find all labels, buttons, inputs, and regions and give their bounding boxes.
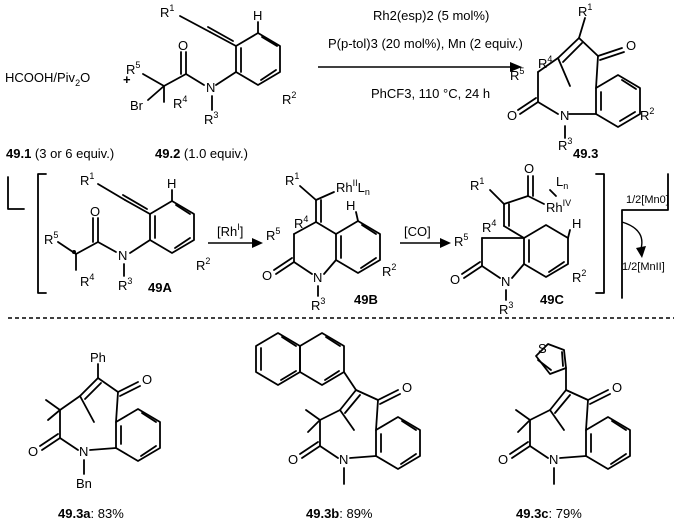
svg-text:Bn: Bn	[76, 476, 92, 491]
svg-text:R2: R2	[282, 90, 296, 107]
svg-text:N: N	[313, 270, 322, 285]
svg-text:O: O	[524, 161, 534, 176]
svg-text:H: H	[167, 176, 176, 191]
svg-text:R2: R2	[382, 262, 396, 279]
reaction-arrowhead	[510, 62, 522, 72]
plus-sign: +	[123, 72, 131, 87]
mech-line-right	[621, 173, 669, 299]
svg-text:O: O	[262, 268, 272, 283]
condition-ligand: P(p-tol)3 (20 mol%), Mn (2 equiv.)	[328, 36, 523, 51]
condition-solvent: PhCF3, 110 °C, 24 h	[371, 86, 490, 101]
svg-text:R5: R5	[44, 230, 58, 247]
compound-49-2: H R1 N R3 O R5 R4 Br R2	[126, 3, 296, 127]
svg-text:O: O	[142, 372, 152, 387]
intermediate-49A: H R1 N R3 O R5 R4 R2	[44, 171, 210, 293]
condition-catalyst: Rh2(esp)2 (5 mol%)	[373, 8, 489, 23]
label-49-3b: 49.3b: 89%	[306, 506, 373, 521]
svg-text:R1: R1	[470, 176, 484, 193]
svg-text:H: H	[253, 8, 262, 23]
svg-text:N: N	[560, 108, 569, 123]
svg-text:R5: R5	[454, 232, 468, 249]
svg-text:R3: R3	[499, 300, 513, 317]
svg-text:R4: R4	[294, 214, 308, 231]
svg-text:RhIILn: RhIILn	[336, 178, 370, 197]
label-49B: 49B	[354, 292, 378, 307]
svg-text:O: O	[28, 444, 38, 459]
label-49C: 49C	[540, 292, 564, 307]
svg-text:R1: R1	[578, 2, 592, 19]
svg-text:R1: R1	[160, 3, 174, 20]
label-49-3: 49.3	[573, 146, 598, 161]
svg-text:Br: Br	[130, 98, 144, 113]
compound-49-3: O R1 N R3 O R4 R5 R2	[507, 2, 654, 153]
svg-text:Ph: Ph	[90, 350, 106, 365]
bracket-right	[595, 173, 605, 294]
svg-text:O: O	[498, 452, 508, 467]
svg-text:R1: R1	[285, 171, 299, 188]
svg-text:H: H	[572, 216, 581, 231]
svg-text:R2: R2	[572, 268, 586, 285]
svg-text:O: O	[288, 452, 298, 467]
label-49-1: 49.1 (3 or 6 equiv.)	[6, 146, 114, 161]
svg-text:O: O	[402, 380, 412, 395]
svg-text:R2: R2	[640, 106, 654, 123]
arrow2-label: [CO]	[404, 224, 431, 239]
svg-text:R4: R4	[173, 94, 187, 111]
svg-text:N: N	[118, 248, 127, 263]
svg-text:R5: R5	[266, 226, 280, 243]
svg-text:O: O	[612, 380, 622, 395]
svg-text:R5: R5	[510, 66, 524, 83]
svg-text:R2: R2	[196, 256, 210, 273]
svg-text:R3: R3	[311, 296, 325, 313]
svg-text:H: H	[346, 198, 355, 213]
svg-text:R3: R3	[204, 110, 218, 127]
product-49-3a: O Ph N Bn O	[28, 350, 161, 491]
svg-text:N: N	[339, 452, 348, 467]
svg-text:R3: R3	[558, 136, 572, 153]
svg-text:R4: R4	[80, 272, 94, 289]
svg-text:N: N	[206, 80, 215, 95]
label-49-2: 49.2 (1.0 equiv.)	[155, 146, 248, 161]
svg-text:RhIV: RhIV	[546, 198, 571, 215]
product-49-3b: O N O	[255, 332, 421, 485]
label-49-3c: 49.3c: 79%	[516, 506, 582, 521]
svg-text:O: O	[626, 38, 636, 53]
intermediate-49B: R1 RhIILn H N R3 O R4 R5 R2	[262, 171, 396, 313]
svg-text:O: O	[90, 204, 100, 219]
mn-top: 1/2[Mn0]	[626, 194, 669, 206]
svg-text:R1: R1	[80, 171, 94, 188]
svg-text:N: N	[79, 444, 88, 459]
bracket-left	[37, 173, 47, 294]
svg-text:O: O	[507, 108, 517, 123]
arrow1-label: [RhI]	[217, 222, 243, 239]
product-49-3c: S O N O	[498, 341, 631, 485]
svg-text:N: N	[549, 452, 558, 467]
svg-text:R5: R5	[126, 60, 140, 77]
mn-bottom: 1/2[MnII]	[622, 261, 665, 273]
svg-text:R4: R4	[482, 218, 496, 235]
label-49-3a: 49.3a: 83%	[58, 506, 124, 521]
svg-text:Ln: Ln	[556, 174, 568, 191]
svg-text:N: N	[501, 274, 510, 289]
svg-text:O: O	[450, 272, 460, 287]
svg-text:R3: R3	[118, 276, 132, 293]
intermediate-49C: R1 O RhIV Ln H N R3 O R4 R5 R2	[450, 161, 586, 317]
svg-text:O: O	[178, 38, 188, 53]
svg-text:R4: R4	[538, 54, 552, 71]
label-49A: 49A	[148, 280, 172, 295]
svg-text:S: S	[538, 341, 547, 356]
mech-line-left	[7, 176, 25, 210]
reagent-formula: HCOOH/Piv2O	[5, 70, 90, 88]
